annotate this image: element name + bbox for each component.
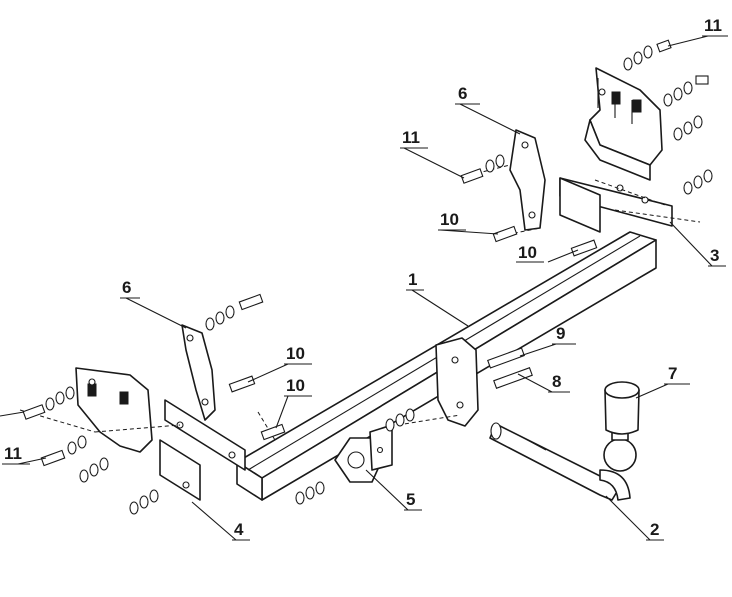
tow-ball-neck bbox=[489, 422, 637, 501]
callout-7: 7 bbox=[668, 364, 677, 383]
callout-6-right: 6 bbox=[458, 84, 467, 103]
callout-9: 9 bbox=[556, 324, 565, 343]
left-vertical-bracket bbox=[181, 324, 216, 421]
leader-lines bbox=[0, 35, 728, 541]
callout-11-top-right: 11 bbox=[704, 16, 722, 35]
assembly-lines bbox=[19, 164, 701, 441]
callout-11-left: 11 bbox=[4, 444, 22, 463]
right-vertical-bracket bbox=[509, 129, 601, 233]
callout-10-left-upper: 10 bbox=[286, 344, 305, 363]
callout-4: 4 bbox=[234, 520, 244, 539]
callout-1: 1 bbox=[408, 270, 417, 289]
callout-labels: 11 6 11 10 10 3 1 6 9 7 8 10 10 11 5 4 2 bbox=[4, 16, 722, 539]
callout-2: 2 bbox=[650, 520, 659, 539]
socket-plate bbox=[334, 424, 393, 483]
callout-10-left-lower: 10 bbox=[286, 376, 305, 395]
callout-6-left: 6 bbox=[122, 278, 131, 297]
left-side-bracket bbox=[75, 367, 246, 501]
ball-cover bbox=[604, 381, 640, 435]
callout-8: 8 bbox=[552, 372, 561, 391]
callout-5: 5 bbox=[406, 490, 415, 509]
callout-10-right-upper: 10 bbox=[440, 210, 459, 229]
callout-10-right-lower: 10 bbox=[518, 243, 537, 262]
callout-11-right: 11 bbox=[402, 128, 420, 147]
hardware bbox=[22, 39, 713, 515]
center-mounting-plate bbox=[435, 337, 479, 427]
callout-3: 3 bbox=[710, 246, 719, 265]
